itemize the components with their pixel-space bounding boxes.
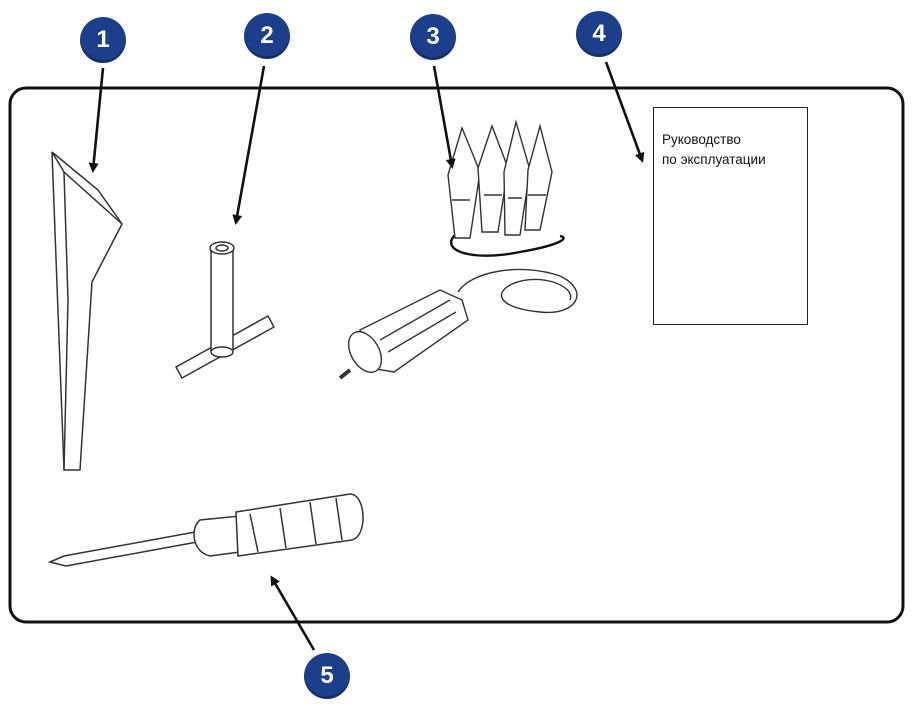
arrow-2 <box>232 65 266 225</box>
badge-5: 5 <box>304 653 350 699</box>
manual-title-line-2: по эксплуатации <box>662 152 766 167</box>
badge-2: 2 <box>244 13 290 59</box>
tire-lever-illustration <box>51 151 123 471</box>
manual-title-line-1: Руководство <box>662 132 741 147</box>
arrow-1 <box>88 67 105 173</box>
badge-1: 1 <box>80 17 126 63</box>
t-wrench-illustration <box>174 241 276 380</box>
arrow-5 <box>270 575 316 651</box>
screwdriver-illustration <box>47 493 364 567</box>
clamps-cable-illustration <box>338 119 578 380</box>
arrow-4 <box>604 61 645 163</box>
arrow-3 <box>432 65 456 169</box>
badge-3: 3 <box>410 14 456 60</box>
kit-frame <box>8 86 905 624</box>
badge-4: 4 <box>576 11 622 57</box>
manual-booklet: Руководство по эксплуатации <box>653 107 808 325</box>
